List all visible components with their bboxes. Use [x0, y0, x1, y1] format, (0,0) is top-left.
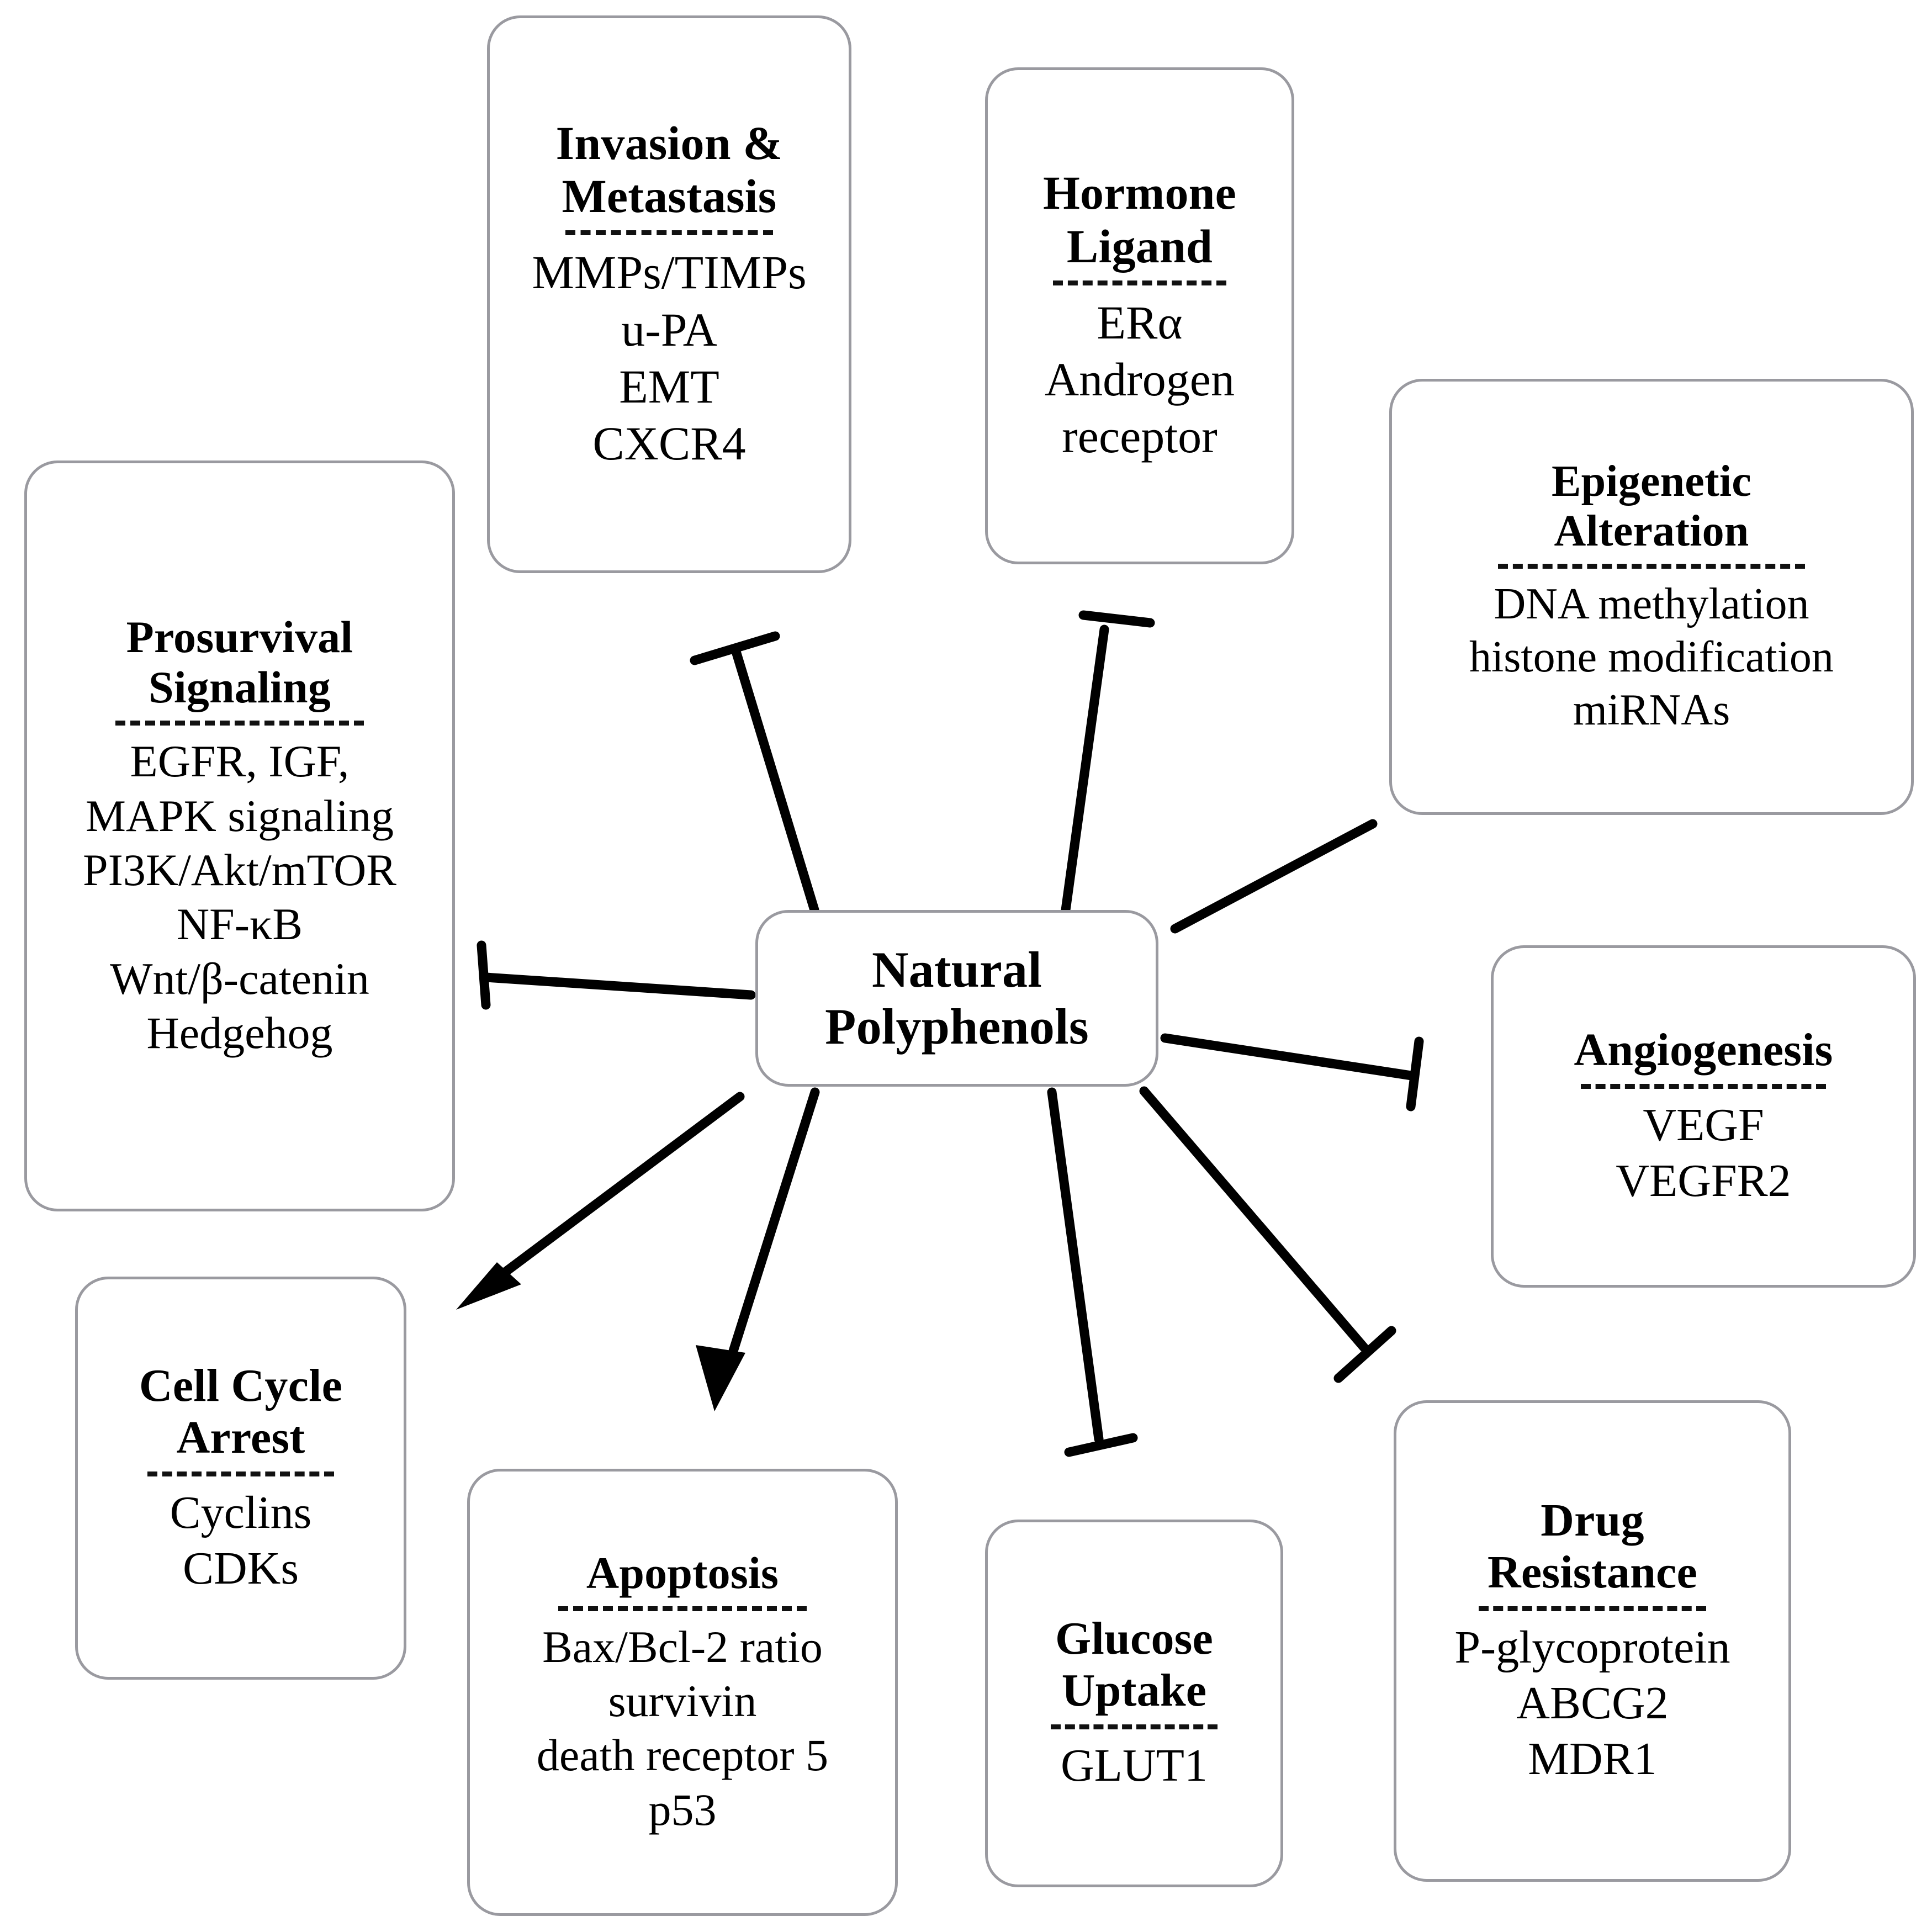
- node-angiogenesis[interactable]: Angiogenesis VEGF VEGFR2: [1491, 945, 1916, 1288]
- node-epigenetic-alteration[interactable]: Epigenetic Alteration DNA methylation hi…: [1389, 379, 1914, 815]
- dashed-divider: [1478, 1606, 1707, 1612]
- node-item: NF-κB: [176, 899, 303, 950]
- edge-to-cell-cycle-arrest: [456, 1092, 745, 1310]
- node-item: Hedgehog: [146, 1008, 333, 1058]
- node-items: MMPs/TIMPs u-PA EMT CXCR4: [532, 244, 806, 472]
- node-item: GLUT1: [1061, 1740, 1208, 1792]
- edge-to-angiogenesis: [1160, 1033, 1424, 1111]
- node-title: Cell Cycle Arrest: [139, 1359, 343, 1463]
- node-items: EGFR, IGF, MAPK signaling PI3K/Akt/mTOR …: [83, 734, 396, 1060]
- node-title: Prosurvival Signaling: [126, 611, 353, 713]
- edge-to-glucose-uptake: [1047, 1087, 1138, 1457]
- edge-to-epigenetic-alteration: [1170, 819, 1378, 934]
- dashed-divider: [558, 1606, 807, 1611]
- dashed-divider: [1051, 1724, 1218, 1730]
- node-item: VEGFR2: [1616, 1155, 1791, 1206]
- node-items: VEGF VEGFR2: [1616, 1098, 1791, 1209]
- node-item: Cyclins: [170, 1486, 312, 1538]
- edge-to-drug-resistance: [1139, 1086, 1396, 1383]
- node-items: Bax/Bcl-2 ratio survivin death receptor …: [537, 1620, 828, 1838]
- node-glucose-uptake[interactable]: Glucose Uptake GLUT1: [985, 1520, 1283, 1887]
- node-prosurvival-signaling[interactable]: Prosurvival Signaling EGFR, IGF, MAPK si…: [24, 460, 455, 1211]
- node-item: MDR1: [1528, 1733, 1657, 1785]
- node-item: Androgen: [1045, 353, 1235, 406]
- edge-to-prosurvival-signaling: [477, 940, 756, 1010]
- node-item: CXCR4: [592, 417, 746, 470]
- node-title: Hormone Ligand: [1042, 166, 1237, 273]
- node-title: Drug Resistance: [1488, 1495, 1697, 1598]
- node-apoptosis[interactable]: Apoptosis Bax/Bcl-2 ratio survivin death…: [467, 1469, 898, 1916]
- dashed-divider: [1498, 564, 1805, 569]
- node-cell-cycle-arrest[interactable]: Cell Cycle Arrest Cyclins CDKs: [75, 1277, 406, 1680]
- node-items: GLUT1: [1061, 1738, 1208, 1794]
- dashed-divider: [115, 721, 364, 726]
- node-item: death receptor 5: [536, 1730, 829, 1781]
- node-item: MMPs/TIMPs: [532, 246, 807, 299]
- node-item: u-PA: [621, 303, 717, 356]
- edge-to-hormone-ligand: [1061, 610, 1155, 915]
- node-hormone-ligand[interactable]: Hormone Ligand ERα Androgen receptor: [985, 67, 1294, 564]
- node-invasion-metastasis[interactable]: Invasion & Metastasis MMPs/TIMPs u-PA EM…: [487, 15, 851, 573]
- node-item: p53: [648, 1784, 717, 1835]
- edge-to-invasion-metastasis: [690, 631, 819, 915]
- node-item: Wnt/β-catenin: [110, 953, 369, 1004]
- dashed-divider: [1053, 280, 1226, 286]
- node-item: CDKs: [182, 1542, 299, 1594]
- node-item: PI3K/Akt/mTOR: [83, 844, 396, 895]
- node-item: Bax/Bcl-2 ratio: [542, 1621, 823, 1672]
- node-title: Angiogenesis: [1574, 1024, 1833, 1076]
- node-title: Glucose Uptake: [1055, 1613, 1214, 1717]
- dashed-divider: [565, 230, 773, 236]
- node-item: ABCG2: [1516, 1677, 1669, 1729]
- node-drug-resistance[interactable]: Drug Resistance P-glycoprotein ABCG2 MDR…: [1394, 1400, 1791, 1882]
- node-items: P-glycoprotein ABCG2 MDR1: [1454, 1620, 1730, 1787]
- node-item: P-glycoprotein: [1454, 1622, 1730, 1674]
- node-item: survivin: [608, 1676, 757, 1727]
- node-item: miRNAs: [1573, 686, 1730, 735]
- dashed-divider: [1581, 1083, 1826, 1089]
- node-title: Apoptosis: [586, 1547, 779, 1598]
- node-title: Epigenetic Alteration: [1552, 457, 1751, 555]
- node-item: histone modification: [1469, 633, 1834, 682]
- dashed-divider: [147, 1471, 335, 1476]
- node-items: DNA methylation histone modification miR…: [1469, 578, 1834, 737]
- edge-to-apoptosis: [696, 1087, 820, 1411]
- node-title: Invasion & Metastasis: [555, 116, 783, 223]
- node-natural-polyphenols[interactable]: Natural Polyphenols: [755, 910, 1158, 1087]
- node-item: VEGF: [1643, 1099, 1764, 1151]
- node-item: EGFR, IGF,: [130, 736, 350, 787]
- node-item: DNA methylation: [1494, 580, 1809, 629]
- node-item: ERα: [1097, 296, 1183, 350]
- node-items: Cyclins CDKs: [170, 1485, 312, 1597]
- node-items: ERα Androgen receptor: [1045, 294, 1235, 465]
- node-item: receptor: [1062, 410, 1218, 463]
- node-item: MAPK signaling: [85, 790, 394, 841]
- node-title: Natural Polyphenols: [825, 941, 1089, 1055]
- node-item: EMT: [619, 359, 719, 413]
